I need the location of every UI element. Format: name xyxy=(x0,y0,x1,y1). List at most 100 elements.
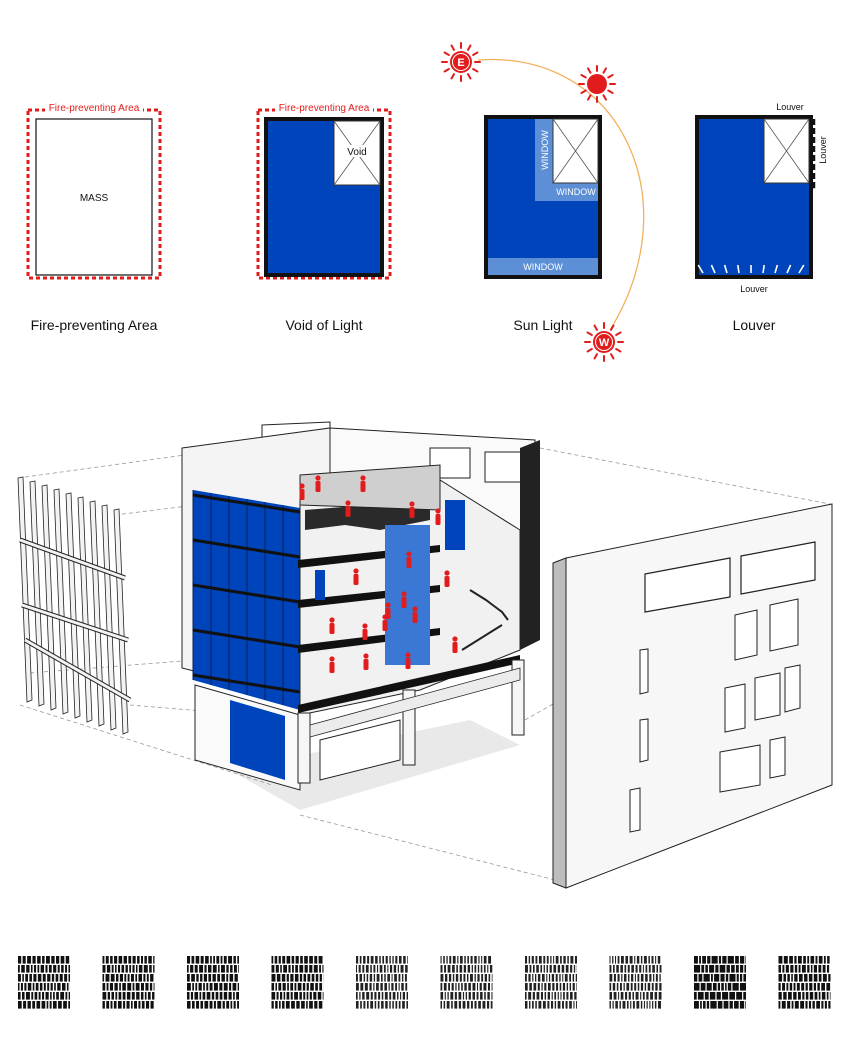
person-icon xyxy=(401,591,406,596)
pattern-bar xyxy=(231,1001,233,1009)
louver-fin xyxy=(66,493,80,718)
pattern-bar xyxy=(714,974,719,982)
pattern-bar xyxy=(811,956,815,964)
pattern-bar xyxy=(136,983,140,991)
sun-ray xyxy=(581,75,585,78)
pattern-bar xyxy=(555,1001,556,1009)
pattern-bar xyxy=(471,1001,473,1009)
pattern-bar xyxy=(610,956,611,964)
pattern-bar xyxy=(809,1001,811,1009)
pattern-bar xyxy=(313,992,316,1000)
pattern-bar xyxy=(794,956,796,964)
person-icon xyxy=(329,617,334,622)
louver-label-bottom: Louver xyxy=(740,284,768,294)
sun-east-icon: E xyxy=(442,43,480,81)
pattern-bar xyxy=(652,1001,653,1009)
pattern-bar xyxy=(614,992,617,1000)
pattern-bar xyxy=(322,965,323,973)
pattern-bar xyxy=(566,992,568,1000)
pattern-bar xyxy=(729,992,735,1000)
sun-ray xyxy=(588,68,591,72)
pattern-bar xyxy=(449,956,451,964)
pattern-bar xyxy=(740,974,742,982)
pattern-bar xyxy=(366,992,369,1000)
pattern-bar xyxy=(620,983,622,991)
pattern-bar xyxy=(36,983,39,991)
pattern-bar xyxy=(298,983,302,991)
pattern-bar xyxy=(544,983,546,991)
pattern-bar xyxy=(224,983,228,991)
pattern-bar xyxy=(701,965,704,973)
pattern-bar xyxy=(403,956,406,964)
pattern-bar xyxy=(392,1001,394,1009)
pattern-bar xyxy=(710,992,716,1000)
pattern-bar xyxy=(641,956,642,964)
pattern-bar xyxy=(441,974,444,982)
pattern-bar xyxy=(477,992,479,1000)
pattern-bar xyxy=(613,983,615,991)
pattern-bar xyxy=(740,956,744,964)
pattern-bar xyxy=(119,992,122,1000)
concept-caption: Louver xyxy=(733,317,776,333)
pattern-bar xyxy=(206,983,208,991)
pattern-bar xyxy=(196,1001,199,1009)
pattern-bar xyxy=(39,992,41,1000)
person-icon xyxy=(409,501,414,506)
sun-ray xyxy=(611,354,614,358)
pattern-bar xyxy=(794,974,797,982)
pattern-bar xyxy=(655,956,656,964)
pattern-bar xyxy=(529,1001,530,1009)
pattern-bar xyxy=(487,965,488,973)
pattern-bar xyxy=(272,1001,274,1009)
pattern-bar xyxy=(143,974,145,982)
pattern-bar xyxy=(389,983,390,991)
person-icon xyxy=(382,614,387,619)
column xyxy=(298,713,310,783)
pattern-bar xyxy=(25,974,28,982)
pattern-swatch xyxy=(272,956,324,1009)
pattern-bar xyxy=(484,992,486,1000)
pattern-bar xyxy=(111,1001,113,1009)
pattern-bar xyxy=(807,965,809,973)
pattern-bar xyxy=(147,974,149,982)
pattern-bar xyxy=(566,1001,568,1009)
pattern-bar xyxy=(124,956,127,964)
pattern-bar xyxy=(576,983,577,991)
pattern-bar xyxy=(443,956,445,964)
pattern-bar xyxy=(787,1001,790,1009)
sun-ray xyxy=(468,74,471,78)
pattern-bar xyxy=(103,1001,105,1009)
pattern-bar xyxy=(819,956,823,964)
pattern-bar xyxy=(694,974,697,982)
pattern-bar xyxy=(64,974,67,982)
pattern-bar xyxy=(141,956,143,964)
pattern-bar xyxy=(389,956,390,964)
sun-ray xyxy=(588,349,592,352)
louver-screen xyxy=(18,477,130,734)
pattern-bar xyxy=(700,1001,702,1009)
pattern-bar xyxy=(395,983,397,991)
pattern-bar xyxy=(727,965,730,973)
pattern-bar xyxy=(29,974,32,982)
pattern-bar xyxy=(644,1001,645,1009)
pattern-bar xyxy=(229,992,232,1000)
pattern-bar xyxy=(445,992,446,1000)
pattern-bar xyxy=(369,983,371,991)
pattern-bar xyxy=(550,956,551,964)
pattern-bar xyxy=(363,1001,365,1009)
pattern-bar xyxy=(119,956,123,964)
pattern-bar xyxy=(463,1001,466,1009)
person-body xyxy=(406,658,411,669)
pattern-bar xyxy=(221,965,225,973)
pattern-bar xyxy=(481,974,483,982)
person-body xyxy=(407,557,412,568)
pattern-bar xyxy=(356,983,359,991)
pattern-bar xyxy=(814,965,817,973)
pattern-bar xyxy=(827,992,829,1000)
pattern-bar xyxy=(125,965,127,973)
pattern-bar xyxy=(618,992,619,1000)
pattern-bar xyxy=(786,983,788,991)
pattern-bar xyxy=(532,956,534,964)
pattern-bar xyxy=(294,992,298,1000)
pattern-bar xyxy=(320,974,322,982)
